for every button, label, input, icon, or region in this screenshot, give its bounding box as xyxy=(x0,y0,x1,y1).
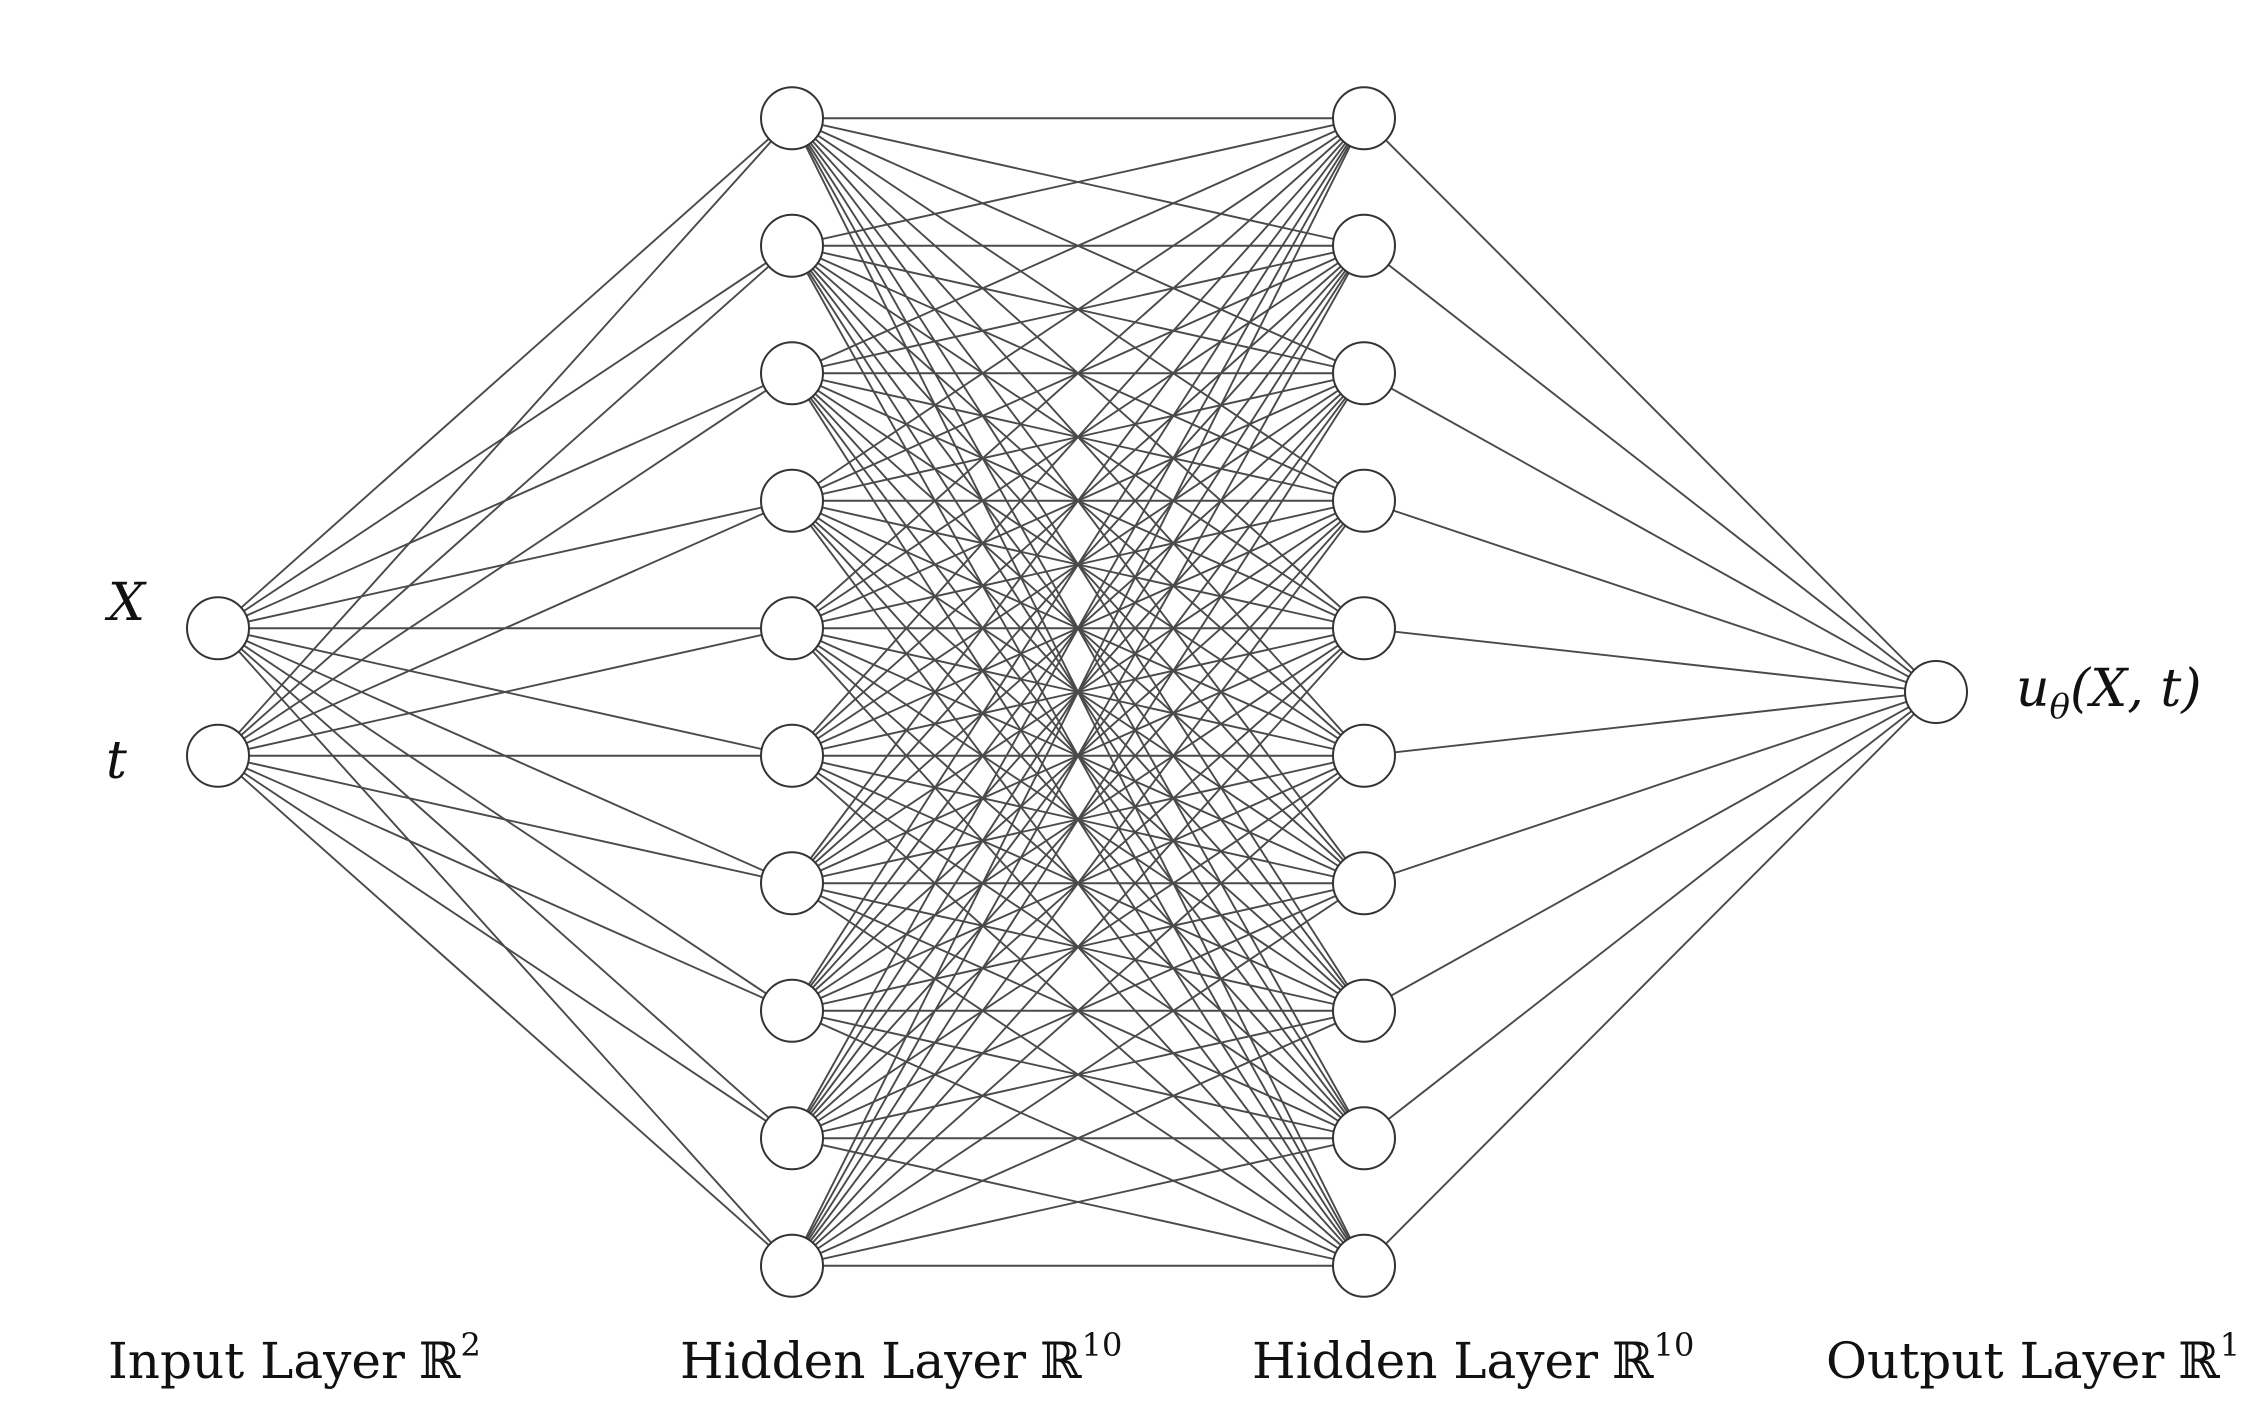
edge-l1-n9-to-n8 xyxy=(791,1137,1365,1267)
input-x-label: X xyxy=(104,573,147,633)
edge-l2-n5-to-n0 xyxy=(1363,691,1937,757)
node-hidden-1-10 xyxy=(760,1233,824,1298)
layer-dim-output: 1 xyxy=(2220,1326,2240,1364)
edge-l0-n1-to-n6 xyxy=(217,754,793,885)
edge-l1-n1-to-n0 xyxy=(791,117,1365,247)
connection-edges xyxy=(217,117,1937,1267)
node-output-1 xyxy=(1904,660,1968,724)
layer-space-output: ℝ xyxy=(2178,1332,2220,1390)
node-hidden-1-2 xyxy=(760,213,824,278)
node-hidden-2-8 xyxy=(1332,978,1396,1043)
layer-space-hidden-2: ℝ xyxy=(1612,1332,1654,1390)
edge-l0-n1-to-n0 xyxy=(217,117,793,757)
layer-dim-input: 2 xyxy=(460,1326,480,1364)
layer-dim-hidden-2: 10 xyxy=(1654,1326,1695,1364)
edge-l2-n2-to-n0 xyxy=(1363,372,1937,693)
neuron-nodes xyxy=(186,86,1968,1298)
node-hidden-2-9 xyxy=(1332,1106,1396,1171)
node-hidden-2-5 xyxy=(1332,596,1396,661)
edge-l1-n9-to-n7 xyxy=(791,1009,1365,1267)
layer-name-input: Input Layer xyxy=(108,1332,405,1390)
edge-l0-n1-to-n9 xyxy=(217,755,793,1267)
input-t-label: t xyxy=(106,731,127,791)
edge-l1-n3-to-n0 xyxy=(791,117,1365,502)
node-hidden-1-1 xyxy=(760,86,824,151)
node-hidden-1-3 xyxy=(760,341,824,406)
node-hidden-2-10 xyxy=(1332,1233,1396,1298)
node-hidden-2-7 xyxy=(1332,851,1396,916)
edge-l1-n4-to-n0 xyxy=(791,117,1365,629)
output-args: (X, t) xyxy=(2070,659,2202,719)
edge-l1-n9-to-n3 xyxy=(791,500,1365,1267)
edge-l1-n9-to-n6 xyxy=(791,882,1365,1267)
node-hidden-1-4 xyxy=(760,468,824,533)
edge-l2-n0-to-n0 xyxy=(1363,117,1937,693)
edge-l2-n6-to-n0 xyxy=(1363,691,1937,885)
edge-l2-n1-to-n0 xyxy=(1363,245,1937,693)
edge-l0-n1-to-n2 xyxy=(217,372,793,757)
node-hidden-2-3 xyxy=(1332,341,1396,406)
edge-l1-n5-to-n0 xyxy=(791,117,1365,757)
edge-l1-n9-to-n0 xyxy=(791,117,1365,1267)
edge-l1-n2-to-n0 xyxy=(791,117,1365,375)
layer-dim-hidden-1: 10 xyxy=(1082,1326,1123,1364)
edge-l2-n4-to-n0 xyxy=(1363,627,1937,693)
node-input-1 xyxy=(186,596,250,661)
node-hidden-1-6 xyxy=(760,723,824,788)
edge-l1-n6-to-n0 xyxy=(791,117,1365,884)
edge-l0-n1-to-n4 xyxy=(217,627,793,757)
node-hidden-1-7 xyxy=(760,851,824,916)
output-label: uθ(X, t) xyxy=(2016,659,2202,727)
edge-l1-n7-to-n0 xyxy=(791,117,1365,1012)
edge-l1-n9-to-n4 xyxy=(791,627,1365,1267)
layer-name-hidden-1: Hidden Layer xyxy=(680,1332,1026,1390)
node-hidden-2-4 xyxy=(1332,468,1396,533)
node-hidden-1-9 xyxy=(760,1106,824,1171)
edge-l0-n1-to-n3 xyxy=(217,499,793,757)
node-hidden-2-2 xyxy=(1332,213,1396,278)
edge-l1-n9-to-n2 xyxy=(791,372,1365,1267)
edge-l2-n9-to-n0 xyxy=(1363,691,1937,1267)
edge-l0-n1-to-n8 xyxy=(217,754,793,1140)
edge-l2-n7-to-n0 xyxy=(1363,691,1937,1012)
output-u: u xyxy=(2016,659,2050,719)
edge-l0-n0-to-n0 xyxy=(217,117,793,629)
edge-l2-n3-to-n0 xyxy=(1363,499,1937,693)
node-hidden-2-6 xyxy=(1332,723,1396,788)
node-hidden-2-1 xyxy=(1332,86,1396,151)
edge-l0-n1-to-n7 xyxy=(217,754,793,1012)
edge-l2-n8-to-n0 xyxy=(1363,691,1937,1139)
edge-l1-n9-to-n5 xyxy=(791,755,1365,1267)
node-hidden-1-5 xyxy=(760,596,824,661)
node-input-2 xyxy=(186,723,250,788)
edge-l1-n8-to-n0 xyxy=(791,117,1365,1139)
edge-l0-n1-to-n1 xyxy=(217,245,793,757)
layer-name-hidden-2: Hidden Layer xyxy=(1252,1332,1598,1390)
layer-space-hidden-1: ℝ xyxy=(1040,1332,1082,1390)
layer-space-input: ℝ xyxy=(419,1332,461,1390)
output-subscript: θ xyxy=(2050,687,2070,727)
node-hidden-1-8 xyxy=(760,978,824,1043)
edge-l1-n9-to-n1 xyxy=(791,245,1365,1267)
layer-name-output: Output Layer xyxy=(1826,1332,2164,1390)
